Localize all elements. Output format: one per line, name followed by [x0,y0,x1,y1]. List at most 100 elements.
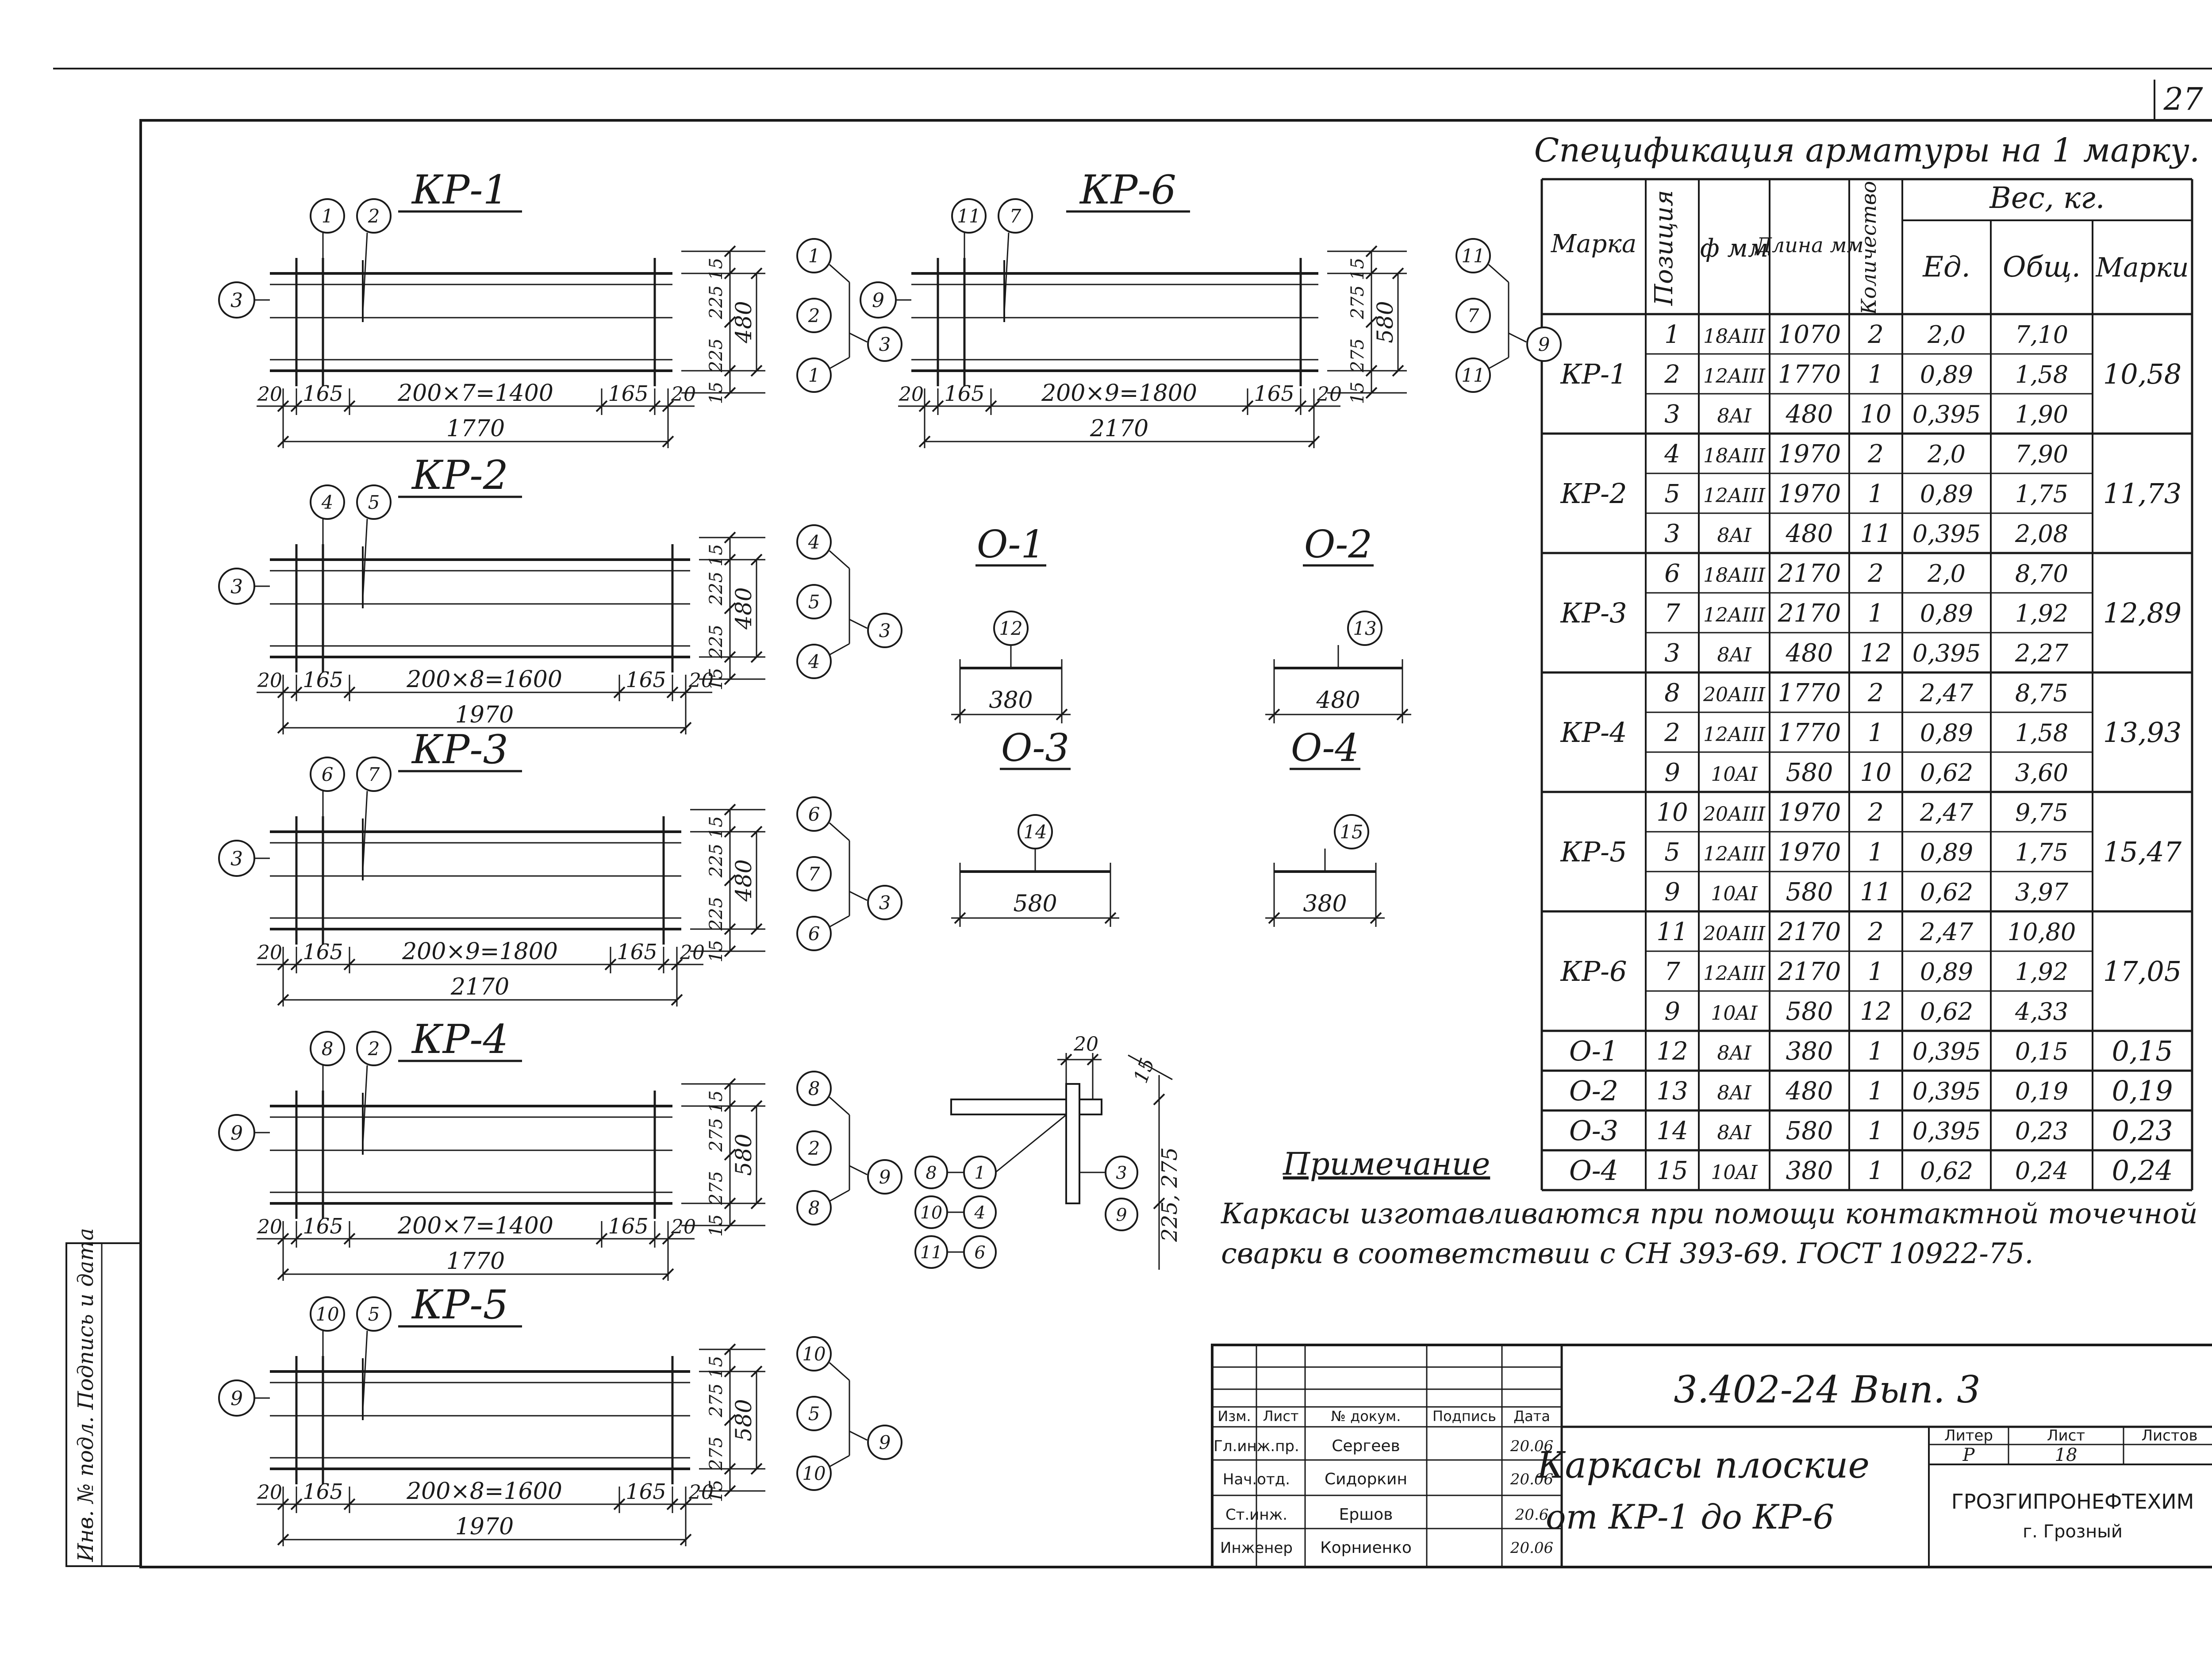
bar-marker: 15 [1340,821,1363,843]
spec-header-quantity: Количество [1857,181,1881,315]
frame-tie-leader [829,1096,850,1116]
frame-left-marker: 3 [230,289,243,312]
node-right-marker: 3 [1116,1163,1127,1183]
spec-cell-length: 1970 [1778,480,1841,508]
frame-dim-pitch: 200×9=1800 [402,938,558,965]
spec-cell-position: 3 [1664,639,1680,668]
spec-cell-length: 480 [1786,1077,1833,1106]
spec-cell-position: 2 [1664,718,1680,747]
spec-header-total: Общ. [2003,251,2081,284]
frame-dim-seg1: 225 [706,285,726,319]
spec-cell-diameter: 10AI [1711,883,1758,905]
frame-right-marker: 6 [808,803,820,825]
frame-tie-leader [849,891,868,901]
frame-dim-edge: 20 [899,383,924,406]
dim-tick [1365,365,1378,377]
dim-tick [724,826,736,838]
spec-cell-total-weight: 1,92 [2015,958,2068,986]
spec-cell-diameter: 8AI [1717,1042,1752,1064]
bar-marker: 12 [999,618,1022,639]
note: Примечание Каркасы изготавливаются при п… [1221,1146,2198,1270]
frame-dim-pitch: 200×8=1600 [406,1478,562,1505]
spec-cell-length: 1970 [1778,798,1841,827]
spec-cell-unit-weight: 0,395 [1912,639,1981,667]
spec-cell-unit-weight: 0,395 [1912,400,1981,428]
spec-cell-length: 580 [1786,997,1833,1026]
frame-dim-bottom: 15 [706,1480,726,1502]
frame-right-marker: 5 [808,591,820,613]
frame-tie-leader [829,264,850,283]
frame-dim-pitch: 200×9=1800 [1041,380,1197,407]
spec-cell-mark-weight: 12,89 [2103,597,2182,629]
spec-cell-total-weight: 8,70 [2015,560,2068,588]
frame-dim-end-right: 165 [1254,381,1294,406]
dim-tick [290,958,303,971]
dim-tick [724,923,736,935]
spec-cell-diameter: 10AI [1711,1002,1758,1025]
frame-top-marker-circle [310,757,345,792]
frame-tie-marker-circle [867,885,902,920]
frame-dim-top: 15 [706,1091,726,1113]
frame-leader [362,232,368,314]
frame-tie-leader [829,1455,850,1468]
spec-cell-mark: КР-2 [1560,477,1627,510]
spec-cell-unit-weight: 0,62 [1920,1157,1973,1185]
dim-tick [724,1414,736,1426]
spec-header-weight: Вес, кг. [1989,181,2104,215]
frame-tie-leader [829,1362,850,1381]
frame-dim-end-right: 165 [626,1479,666,1504]
dim-tick [1153,1093,1165,1106]
title-staff-name: Ершов [1339,1506,1393,1524]
spec-cell-quantity: 11 [1860,878,1891,907]
spec-cell-total-weight: 0,19 [2015,1077,2068,1105]
dim-tick [750,1365,763,1378]
frame-right-marker: 7 [808,863,820,885]
spec-cell-length: 580 [1786,878,1833,907]
spec-cell-mark: КР-1 [1560,358,1627,390]
spec-cell-length: 580 [1786,1117,1833,1145]
title-stage-header: Листов [2141,1427,2197,1444]
title-staff-role: Ст.инж. [1225,1506,1287,1524]
frame-top-marker-circle [356,1296,392,1332]
frame-dim-end-right: 165 [608,381,649,406]
spec-cell-length: 580 [1786,758,1833,787]
spec-cell-total-weight: 0,15 [2015,1037,2068,1065]
spec-cell-quantity: 1 [1868,1156,1884,1185]
node-left-marker: 1 [974,1163,985,1183]
spec-title: Спецификация арматуры на 1 марку. [1534,131,2200,169]
dim-tick [343,1233,356,1245]
frame-tie-leader [1488,264,1509,283]
frame-top-marker-circle [310,198,345,234]
spec-cell-position: 9 [1664,878,1680,907]
dim-tick [724,267,736,280]
dim-tick [724,245,736,257]
frame-top-marker: 2 [368,1038,380,1060]
spec-cell-total-weight: 3,97 [2015,878,2069,906]
spec-cell-quantity: 1 [1868,1077,1884,1106]
spec-cell-diameter: 18AIII [1703,445,1766,467]
frame-dim-edge: 20 [257,383,282,406]
spec-cell-total-weight: 3,60 [2015,759,2068,787]
title-staff-role: Инженер [1220,1539,1293,1557]
frame-dim-edge: 20 [671,383,696,406]
dim-tick [595,400,608,412]
dim-tick [343,1498,356,1510]
frame-dim-seg1: 225 [706,572,726,606]
spec-cell-mark-weight: 11,73 [2103,477,2182,510]
frame-left-marker: 3 [230,848,243,870]
frame-top-marker: 2 [368,205,380,227]
spec-cell-position: 2 [1664,360,1680,389]
frame-tie-marker: 3 [879,620,891,642]
spec-cell-unit-weight: 0,62 [1920,878,1973,906]
frame-right-marker: 1 [808,245,820,267]
node-cross-rod [1065,1083,1080,1204]
spec-cell-quantity: 2 [1867,559,1884,588]
spec-cell-position: 12 [1656,1037,1688,1066]
frame-tie-leader [849,1165,868,1176]
frame-top-marker: 4 [321,492,334,513]
spec-header-mark: Марка [1551,230,1636,258]
